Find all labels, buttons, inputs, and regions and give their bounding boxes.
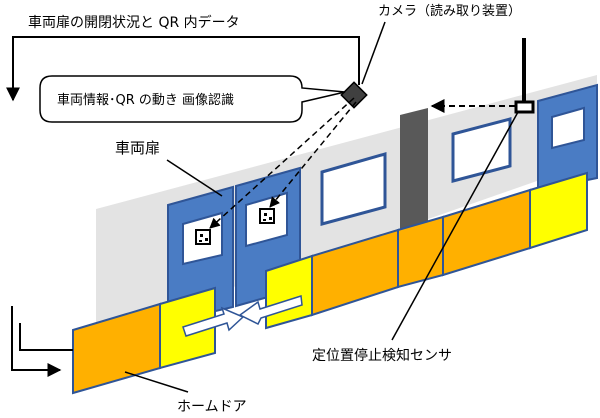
qr-module <box>269 217 272 220</box>
camera-label: カメラ（読み取り装置） <box>378 3 521 19</box>
car-gap <box>400 108 428 232</box>
camera-reading-line <box>269 101 357 208</box>
qr-module <box>200 234 203 237</box>
platform-door-leaf <box>529 171 588 250</box>
feedback-loop-to-platform <box>11 306 62 377</box>
sensor-device <box>514 100 535 114</box>
car-window <box>320 152 387 226</box>
callout-text: 車両情報･QR の動き 画像認識 <box>57 92 234 108</box>
door-window <box>551 106 585 150</box>
qr-module <box>264 213 267 216</box>
camera-device <box>340 81 368 109</box>
platform-door-label: ホームドア <box>177 399 247 415</box>
diagram-title: 車両扉の開閉状況と QR 内データ <box>28 14 240 31</box>
qr-module <box>199 240 202 242</box>
camera-reading-line <box>209 97 355 229</box>
car-window <box>451 117 512 183</box>
platform-door-leader <box>124 371 189 393</box>
feedback-loop-outer <box>6 36 360 102</box>
vehicle-door-label: 車両扉 <box>115 139 160 157</box>
platform-door-panel <box>397 215 444 289</box>
callout-bubble <box>39 75 346 123</box>
feedback-loop-line <box>19 323 73 351</box>
door-slide-arrow <box>182 306 245 337</box>
camera-leader <box>361 21 386 85</box>
vehicle-door-leader <box>166 159 223 197</box>
platform-door-row <box>72 171 588 395</box>
door-slide-arrow <box>238 295 303 326</box>
qr-module <box>263 219 266 221</box>
sensor-label: 定位置停止検知センサ <box>312 347 452 364</box>
sensor-leader <box>391 111 519 341</box>
qr-module <box>205 238 208 241</box>
